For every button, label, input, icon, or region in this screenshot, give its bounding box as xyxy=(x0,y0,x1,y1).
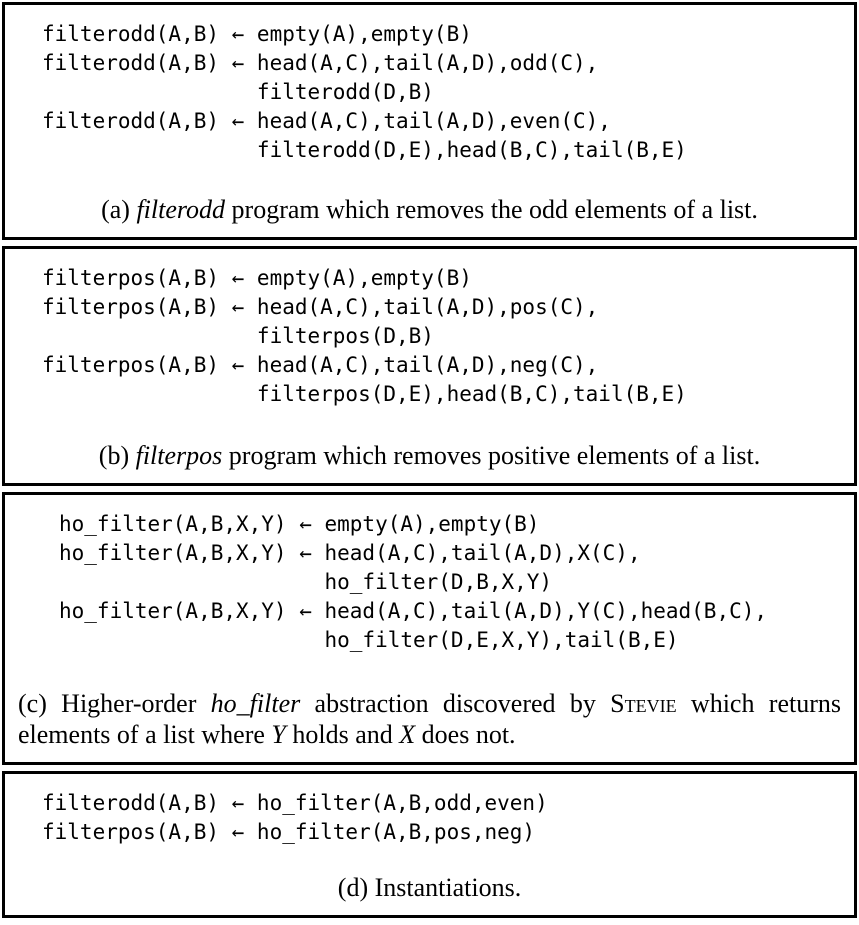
caption-text: abstraction discovered by xyxy=(300,689,611,718)
caption-d: (d) Instantiations. xyxy=(5,866,854,915)
panel-c-ho-filter: ho_filter(A,B,X,Y) ← empty(A),empty(B) h… xyxy=(2,492,857,765)
code-line: filterodd(A,B) ← head(A,C),tail(A,D),eve… xyxy=(42,109,611,133)
panel-a-filterodd: filterodd(A,B) ← empty(A),empty(B) filte… xyxy=(2,2,857,240)
code-block-filterodd: filterodd(A,B) ← empty(A),empty(B) filte… xyxy=(5,5,854,165)
caption-text: program which removes the odd elements o… xyxy=(225,195,758,224)
panel-d-instantiations: filterodd(A,B) ← ho_filter(A,B,odd,even)… xyxy=(2,771,857,918)
code-line: ho_filter(A,B,X,Y) ← head(A,C),tail(A,D)… xyxy=(59,541,641,565)
code-line: filterodd(D,E),head(B,C),tail(B,E) xyxy=(42,138,687,162)
code-line: ho_filter(D,E,X,Y),tail(B,E) xyxy=(59,628,679,652)
caption-program-name: filterpos xyxy=(135,441,223,470)
caption-system-name-stevie: Stevie xyxy=(610,689,677,718)
code-line: ho_filter(A,B,X,Y) ← empty(A),empty(B) xyxy=(59,512,540,536)
code-line: filterpos(A,B) ← head(A,C),tail(A,D),neg… xyxy=(42,353,599,377)
code-line: ho_filter(D,B,X,Y) xyxy=(59,570,553,594)
code-line: filterpos(D,E),head(B,C),tail(B,E) xyxy=(42,382,687,406)
caption-a: (a) filterodd program which removes the … xyxy=(5,188,854,237)
caption-c: (c) Higher-order ho_filter abstraction d… xyxy=(5,682,854,762)
caption-text: (c) Higher-order xyxy=(18,689,211,718)
panel-b-filterpos: filterpos(A,B) ← empty(A),empty(B) filte… xyxy=(2,246,857,486)
code-line: filterpos(D,B) xyxy=(42,324,434,348)
caption-program-name: ho_filter xyxy=(210,689,301,718)
code-line: ho_filter(A,B,X,Y) ← head(A,C),tail(A,D)… xyxy=(59,599,768,623)
code-block-ho-filter: ho_filter(A,B,X,Y) ← empty(A),empty(B) h… xyxy=(5,495,854,655)
caption-variable-x: X xyxy=(399,720,416,749)
code-line: filterodd(A,B) ← ho_filter(A,B,odd,even) xyxy=(42,791,548,815)
caption-text: does not. xyxy=(415,720,516,749)
code-line: filterpos(A,B) ← empty(A),empty(B) xyxy=(42,266,472,290)
code-line: filterpos(A,B) ← head(A,C),tail(A,D),pos… xyxy=(42,295,599,319)
caption-text: holds and xyxy=(285,720,400,749)
caption-text: (b) xyxy=(98,441,136,470)
caption-variable-y: Y xyxy=(271,720,286,749)
caption-text: (d) Instantiations. xyxy=(337,873,522,902)
code-line: filterodd(A,B) ← empty(A),empty(B) xyxy=(42,22,472,46)
caption-b: (b) filterpos program which removes posi… xyxy=(5,434,854,483)
caption-text: program which removes positive elements … xyxy=(222,441,761,470)
caption-text: (a) xyxy=(101,195,137,224)
code-block-filterpos: filterpos(A,B) ← empty(A),empty(B) filte… xyxy=(5,249,854,409)
code-line: filterodd(A,B) ← head(A,C),tail(A,D),odd… xyxy=(42,51,599,75)
code-line: filterodd(D,B) xyxy=(42,80,434,104)
caption-text: which returns elements of a list where xyxy=(18,689,841,749)
caption-program-name: filterodd xyxy=(136,195,226,224)
code-block-instantiations: filterodd(A,B) ← ho_filter(A,B,odd,even)… xyxy=(5,774,854,847)
code-line: filterpos(A,B) ← ho_filter(A,B,pos,neg) xyxy=(42,820,536,844)
